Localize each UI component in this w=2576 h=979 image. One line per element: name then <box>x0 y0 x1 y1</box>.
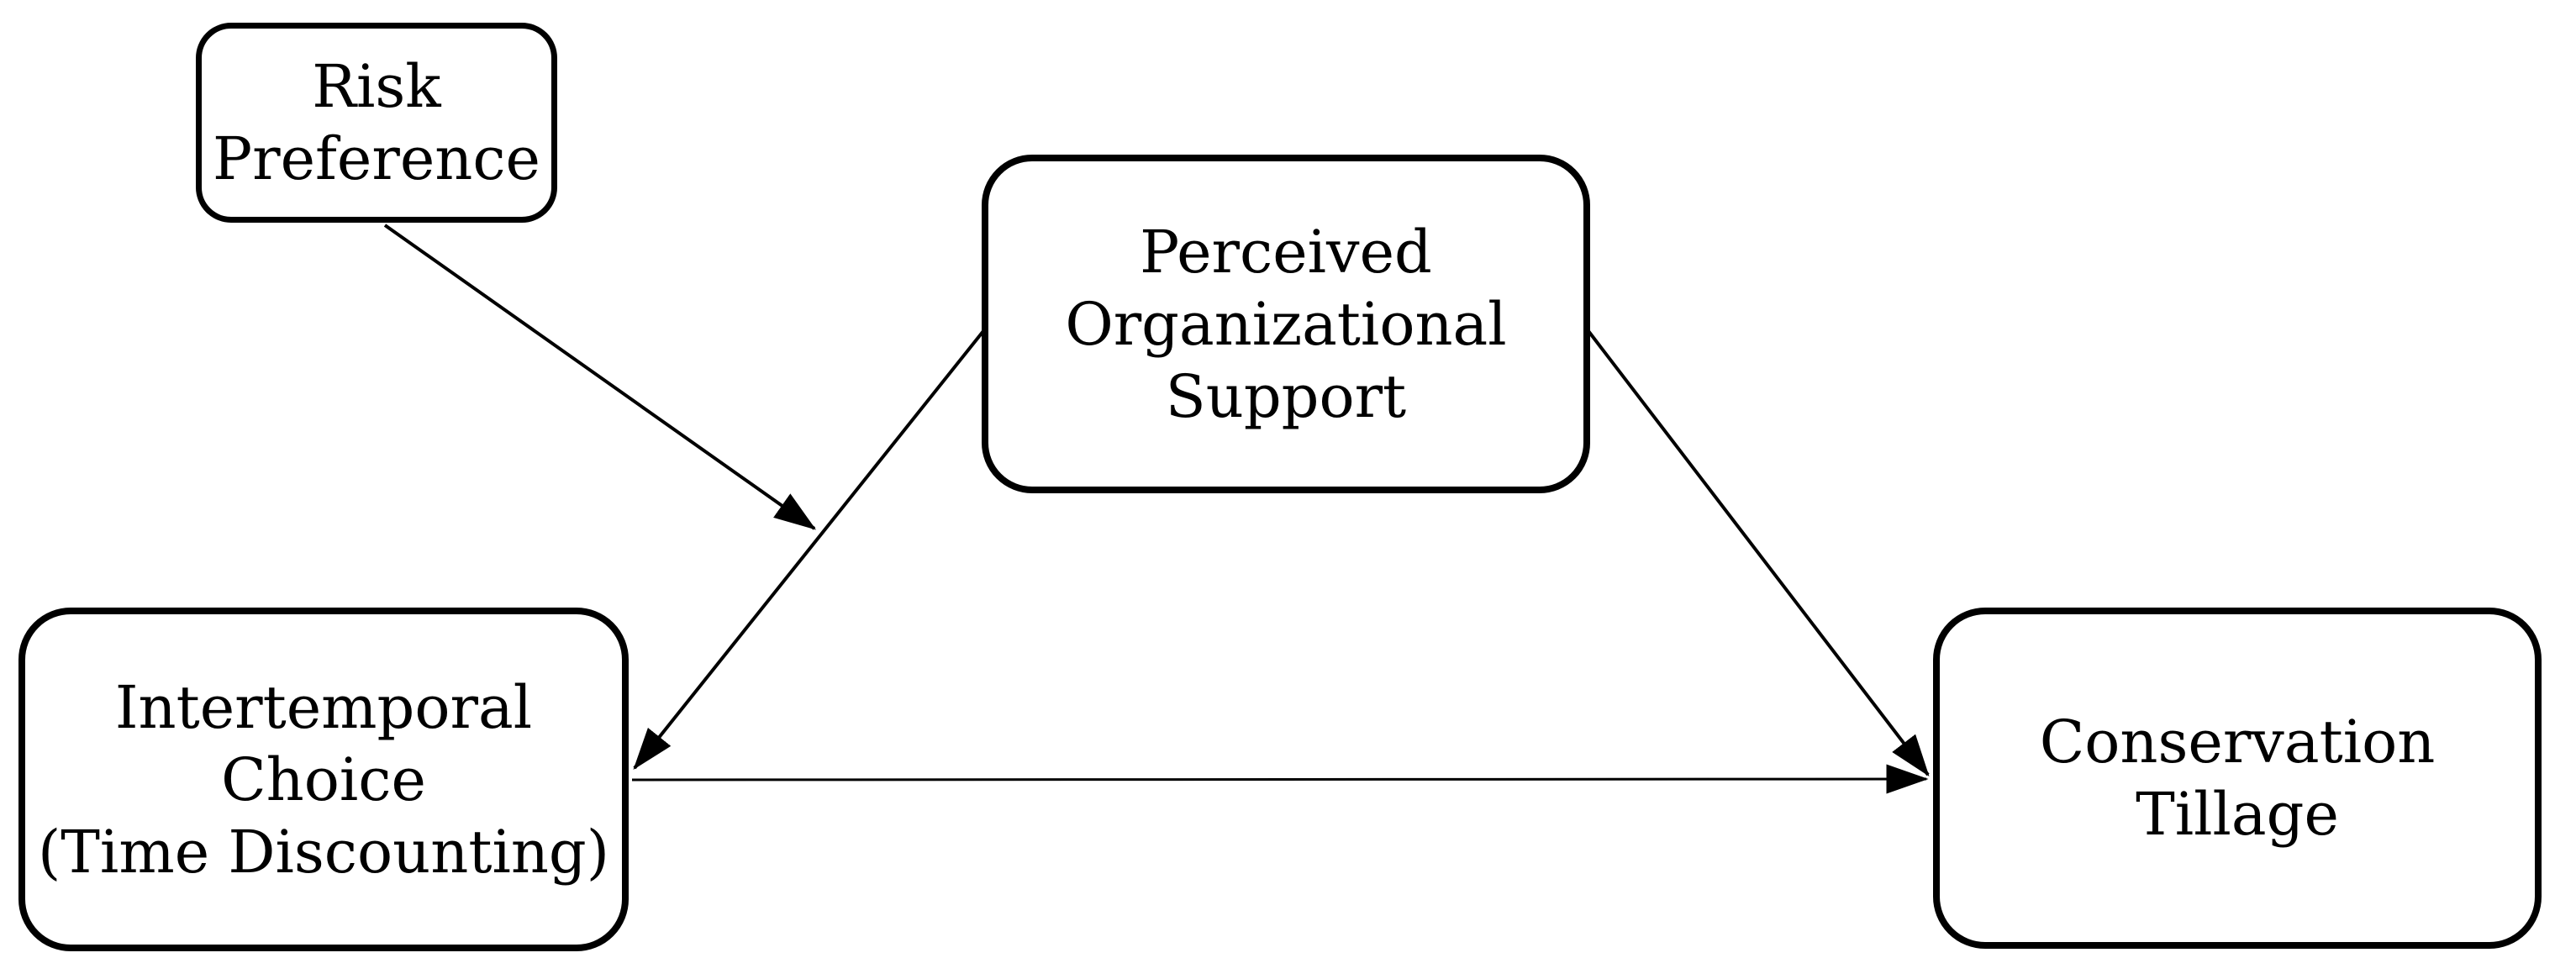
edge-risk-preference-to-mediation-path <box>383 224 817 530</box>
node-risk-preference-label: Risk Preference <box>213 52 540 193</box>
node-conservation-tillage: Conservation Tillage <box>1933 608 2542 949</box>
node-intertemporal-choice: Intertemporal Choice (Time Discounting) <box>18 608 629 951</box>
edge-pos-to-intertemporal-choice <box>633 329 985 770</box>
edge-pos-to-conservation-tillage <box>1587 329 1930 776</box>
node-perceived-organizational-support-label: Perceived Organizational Support <box>1065 217 1507 431</box>
node-perceived-organizational-support: Perceived Organizational Support <box>982 155 1590 493</box>
node-intertemporal-choice-label: Intertemporal Choice (Time Discounting) <box>37 672 610 887</box>
edge-intertemporal-choice-to-conservation-tillage <box>631 764 1929 794</box>
node-conservation-tillage-label: Conservation Tillage <box>2039 708 2436 849</box>
node-risk-preference: Risk Preference <box>196 23 557 223</box>
